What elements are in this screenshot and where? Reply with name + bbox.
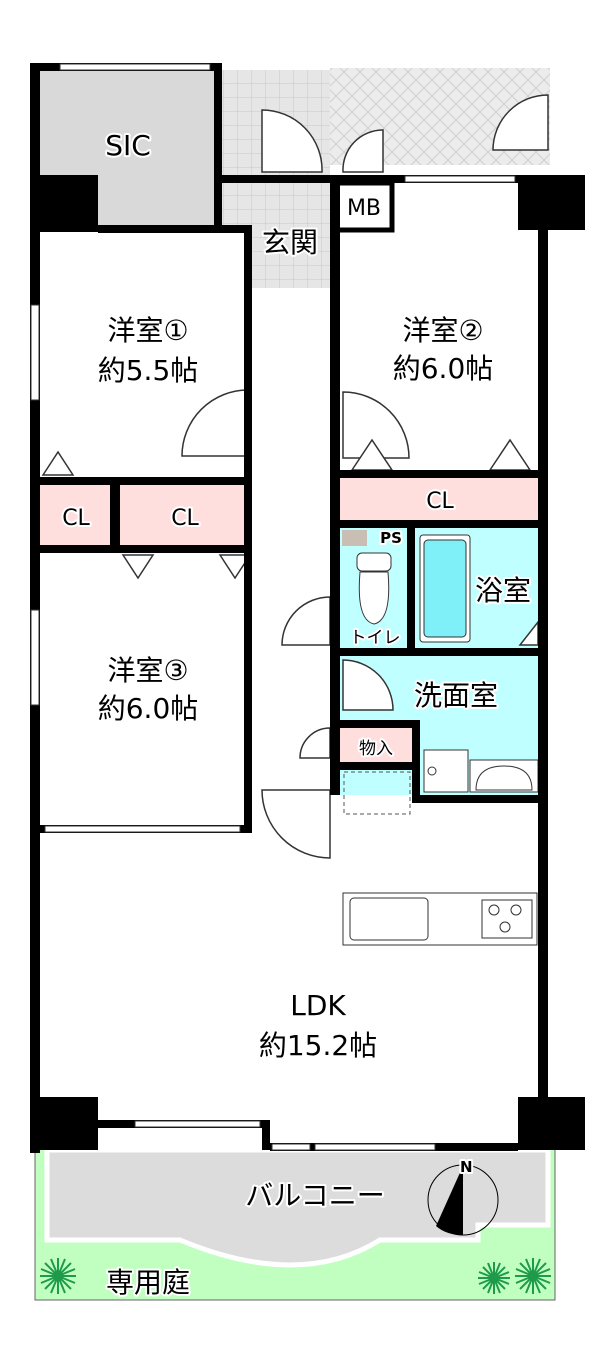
- closet-3: [340, 478, 540, 521]
- room2-size: 約6.0帖: [393, 352, 494, 385]
- toilet-label: トイレ: [350, 628, 401, 648]
- genkan-area: [222, 182, 330, 288]
- mb-label: MB: [347, 196, 381, 221]
- bath-label: 浴室: [475, 574, 531, 607]
- genkan-label: 玄関: [262, 226, 318, 259]
- storage-area: [340, 728, 412, 762]
- ps-box: [342, 530, 367, 546]
- plant-icon: [40, 1258, 551, 1294]
- toilet-icon: [356, 552, 392, 625]
- garden-label: 専用庭: [106, 1266, 190, 1299]
- closet-2-label: CL: [171, 506, 199, 531]
- sic-label: SIC: [105, 129, 151, 162]
- room3-size: 約6.0帖: [98, 692, 199, 725]
- balcony-label: バルコニー: [245, 1179, 384, 1212]
- storage-label: 物入: [359, 739, 393, 759]
- compass-north-label: N: [460, 1158, 473, 1176]
- closet-3-label: CL: [426, 489, 454, 514]
- room1-name: 洋室①: [107, 314, 188, 347]
- fridge-space: [343, 771, 411, 815]
- kitchen-counter: [342, 892, 538, 946]
- ldk-name: LDK: [290, 989, 346, 1022]
- ldk-size: 約15.2帖: [259, 1029, 377, 1062]
- compass-icon: N: [427, 1156, 499, 1236]
- closet-1-label: CL: [62, 506, 90, 531]
- closet-1: [40, 485, 112, 545]
- doors: [41, 94, 549, 859]
- washroom-label: 洗面室: [414, 679, 498, 712]
- room1-size: 約5.5帖: [98, 354, 199, 387]
- ps-label: PS: [380, 529, 402, 547]
- closet-2: [120, 485, 250, 545]
- balcony: [44, 1147, 551, 1268]
- sink-icon: [423, 749, 539, 793]
- room2-name: 洋室②: [402, 314, 483, 347]
- room3-name: 洋室③: [107, 654, 188, 687]
- windows: [30, 63, 516, 1151]
